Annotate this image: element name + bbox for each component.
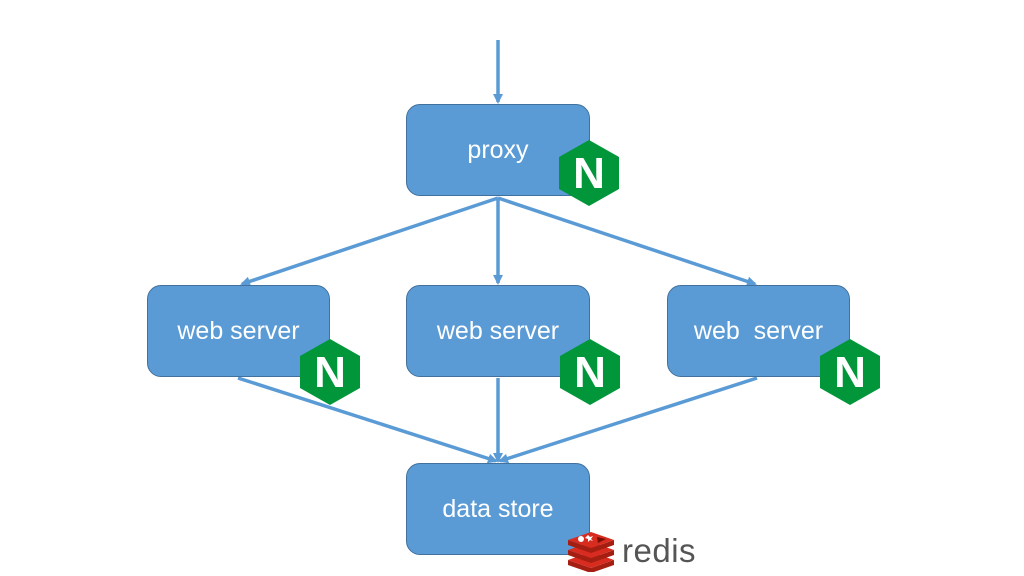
web-server-label-1: web server	[177, 316, 300, 345]
redis-cube-icon	[568, 532, 614, 572]
proxy-label: proxy	[467, 135, 529, 164]
nginx-logo-icon: N	[560, 339, 620, 405]
arrow-proxy-to-ws3	[497, 196, 757, 287]
web-server-node-2: web server	[406, 285, 590, 377]
web-server-label-2: web server	[436, 316, 560, 345]
arrow-ws1-to-store	[237, 376, 498, 464]
arrow-proxy-to-ws1	[240, 196, 499, 287]
nginx-logo-icon: N	[820, 339, 880, 405]
nginx-letter: N	[574, 348, 606, 397]
data-store-node: data store	[406, 463, 590, 555]
web-server-node-1: web server	[147, 285, 330, 377]
arrow-ws3-to-store	[498, 376, 758, 464]
nginx-letter: N	[573, 149, 605, 198]
redis-wordmark: redis	[622, 532, 697, 569]
nginx-letter: N	[314, 348, 346, 397]
nginx-logo-icon: N	[559, 140, 619, 206]
web-server-node-3: web server	[667, 285, 850, 377]
nginx-logo-icon: N	[300, 339, 360, 405]
nginx-letter: N	[834, 348, 866, 397]
data-store-label: data store	[442, 494, 554, 523]
redis-logo: redis	[566, 530, 696, 572]
web-server-label-3: web server	[693, 316, 824, 345]
